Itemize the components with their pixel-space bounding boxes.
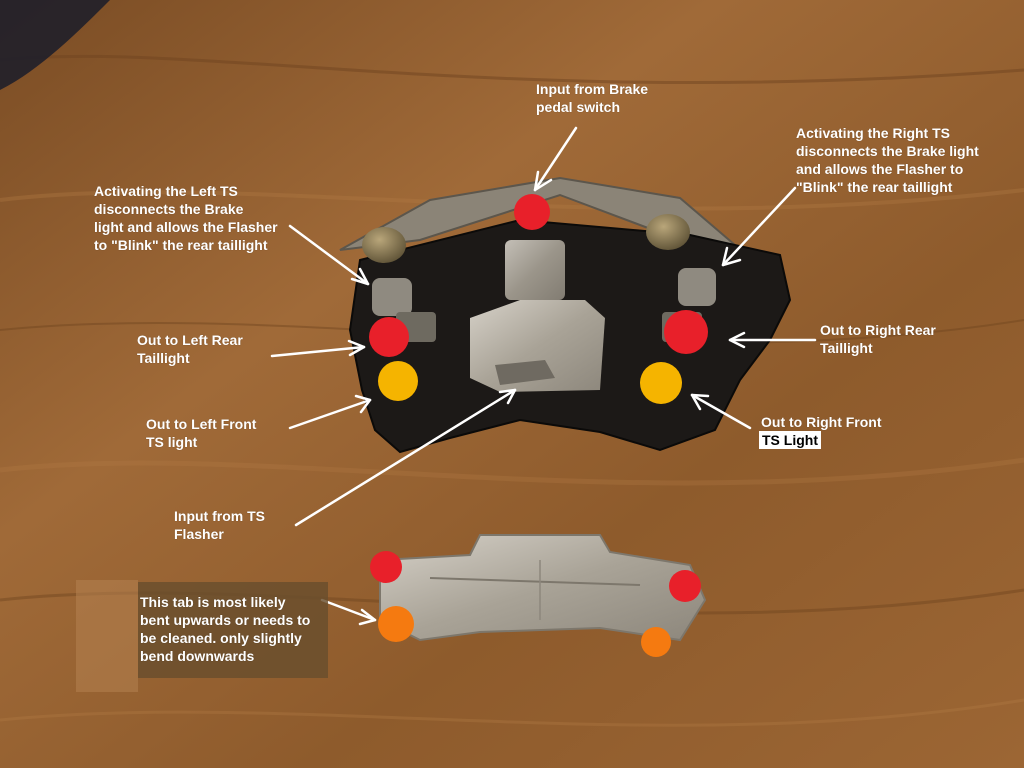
arrow-brake-input xyxy=(533,126,578,192)
tab-note-label: This tab is most likely bent upwards or … xyxy=(140,594,311,664)
tab-right-front-dot xyxy=(641,627,671,657)
arrow-left-ts xyxy=(288,224,370,286)
right-front-label-highlight: TS Light xyxy=(759,431,821,449)
arrow-left-rear xyxy=(270,339,366,358)
right-front-dot xyxy=(640,362,682,404)
brake-input-label: Input from Brake pedal switch xyxy=(536,81,649,115)
arrow-flasher-input xyxy=(294,388,517,527)
contact-tab-part xyxy=(379,534,707,642)
flasher-input-label: Input from TS Flasher xyxy=(174,508,265,542)
tab-left-rear-dot xyxy=(370,551,402,583)
arrow-tab-note xyxy=(320,598,377,626)
tab-left-front-dot xyxy=(378,606,414,642)
arrow-right-front xyxy=(690,393,752,430)
left-rear-dot xyxy=(369,317,409,357)
tab-right-rear-dot xyxy=(669,570,701,602)
arrow-right-rear xyxy=(728,331,817,349)
right-rear-label: Out to Right Rear Taillight xyxy=(820,322,936,356)
left-front-dot xyxy=(378,361,418,401)
left-ts-label: Activating the Left TS disconnects the B… xyxy=(94,183,278,253)
turn-signal-switch xyxy=(339,176,792,454)
tab-note-background xyxy=(76,580,138,692)
arrow-left-front xyxy=(288,394,372,430)
right-ts-label: Activating the Right TS disconnects the … xyxy=(796,125,979,195)
left-front-label: Out to Left Front TS light xyxy=(146,416,257,450)
tab-note-panel xyxy=(138,582,328,678)
left-rear-label: Out to Left Rear Taillight xyxy=(137,332,243,366)
brake-input-dot xyxy=(514,194,550,230)
right-front-label: Out to Right Front xyxy=(761,414,882,430)
arrow-right-ts xyxy=(721,186,797,267)
right-rear-dot xyxy=(664,310,708,354)
